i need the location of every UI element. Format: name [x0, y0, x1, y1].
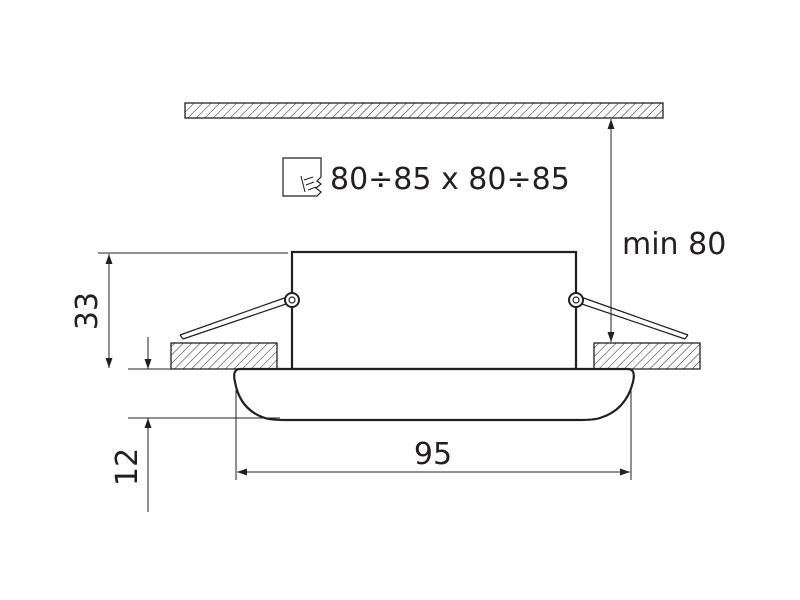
dimension-bezel-width	[235, 390, 632, 480]
cutout-size-label: 80÷85 x 80÷85	[330, 162, 570, 197]
bezel-ring	[233, 367, 635, 422]
bezel-height-label: 12	[110, 448, 145, 486]
ceiling-board-left	[170, 342, 278, 370]
housing-height-label: 33	[70, 292, 105, 330]
ceiling-slab	[184, 102, 664, 119]
dimension-bezel-height	[128, 337, 280, 512]
spring-clip-left	[179, 292, 300, 340]
dimension-housing-height	[98, 252, 288, 368]
spring-clip-right	[568, 292, 689, 340]
min-clearance-label: min 80	[622, 227, 726, 262]
bezel-width-label: 95	[414, 437, 452, 472]
ceiling-board-right	[593, 342, 701, 370]
square-cutout-icon	[282, 157, 322, 197]
housing-body	[290, 250, 578, 371]
